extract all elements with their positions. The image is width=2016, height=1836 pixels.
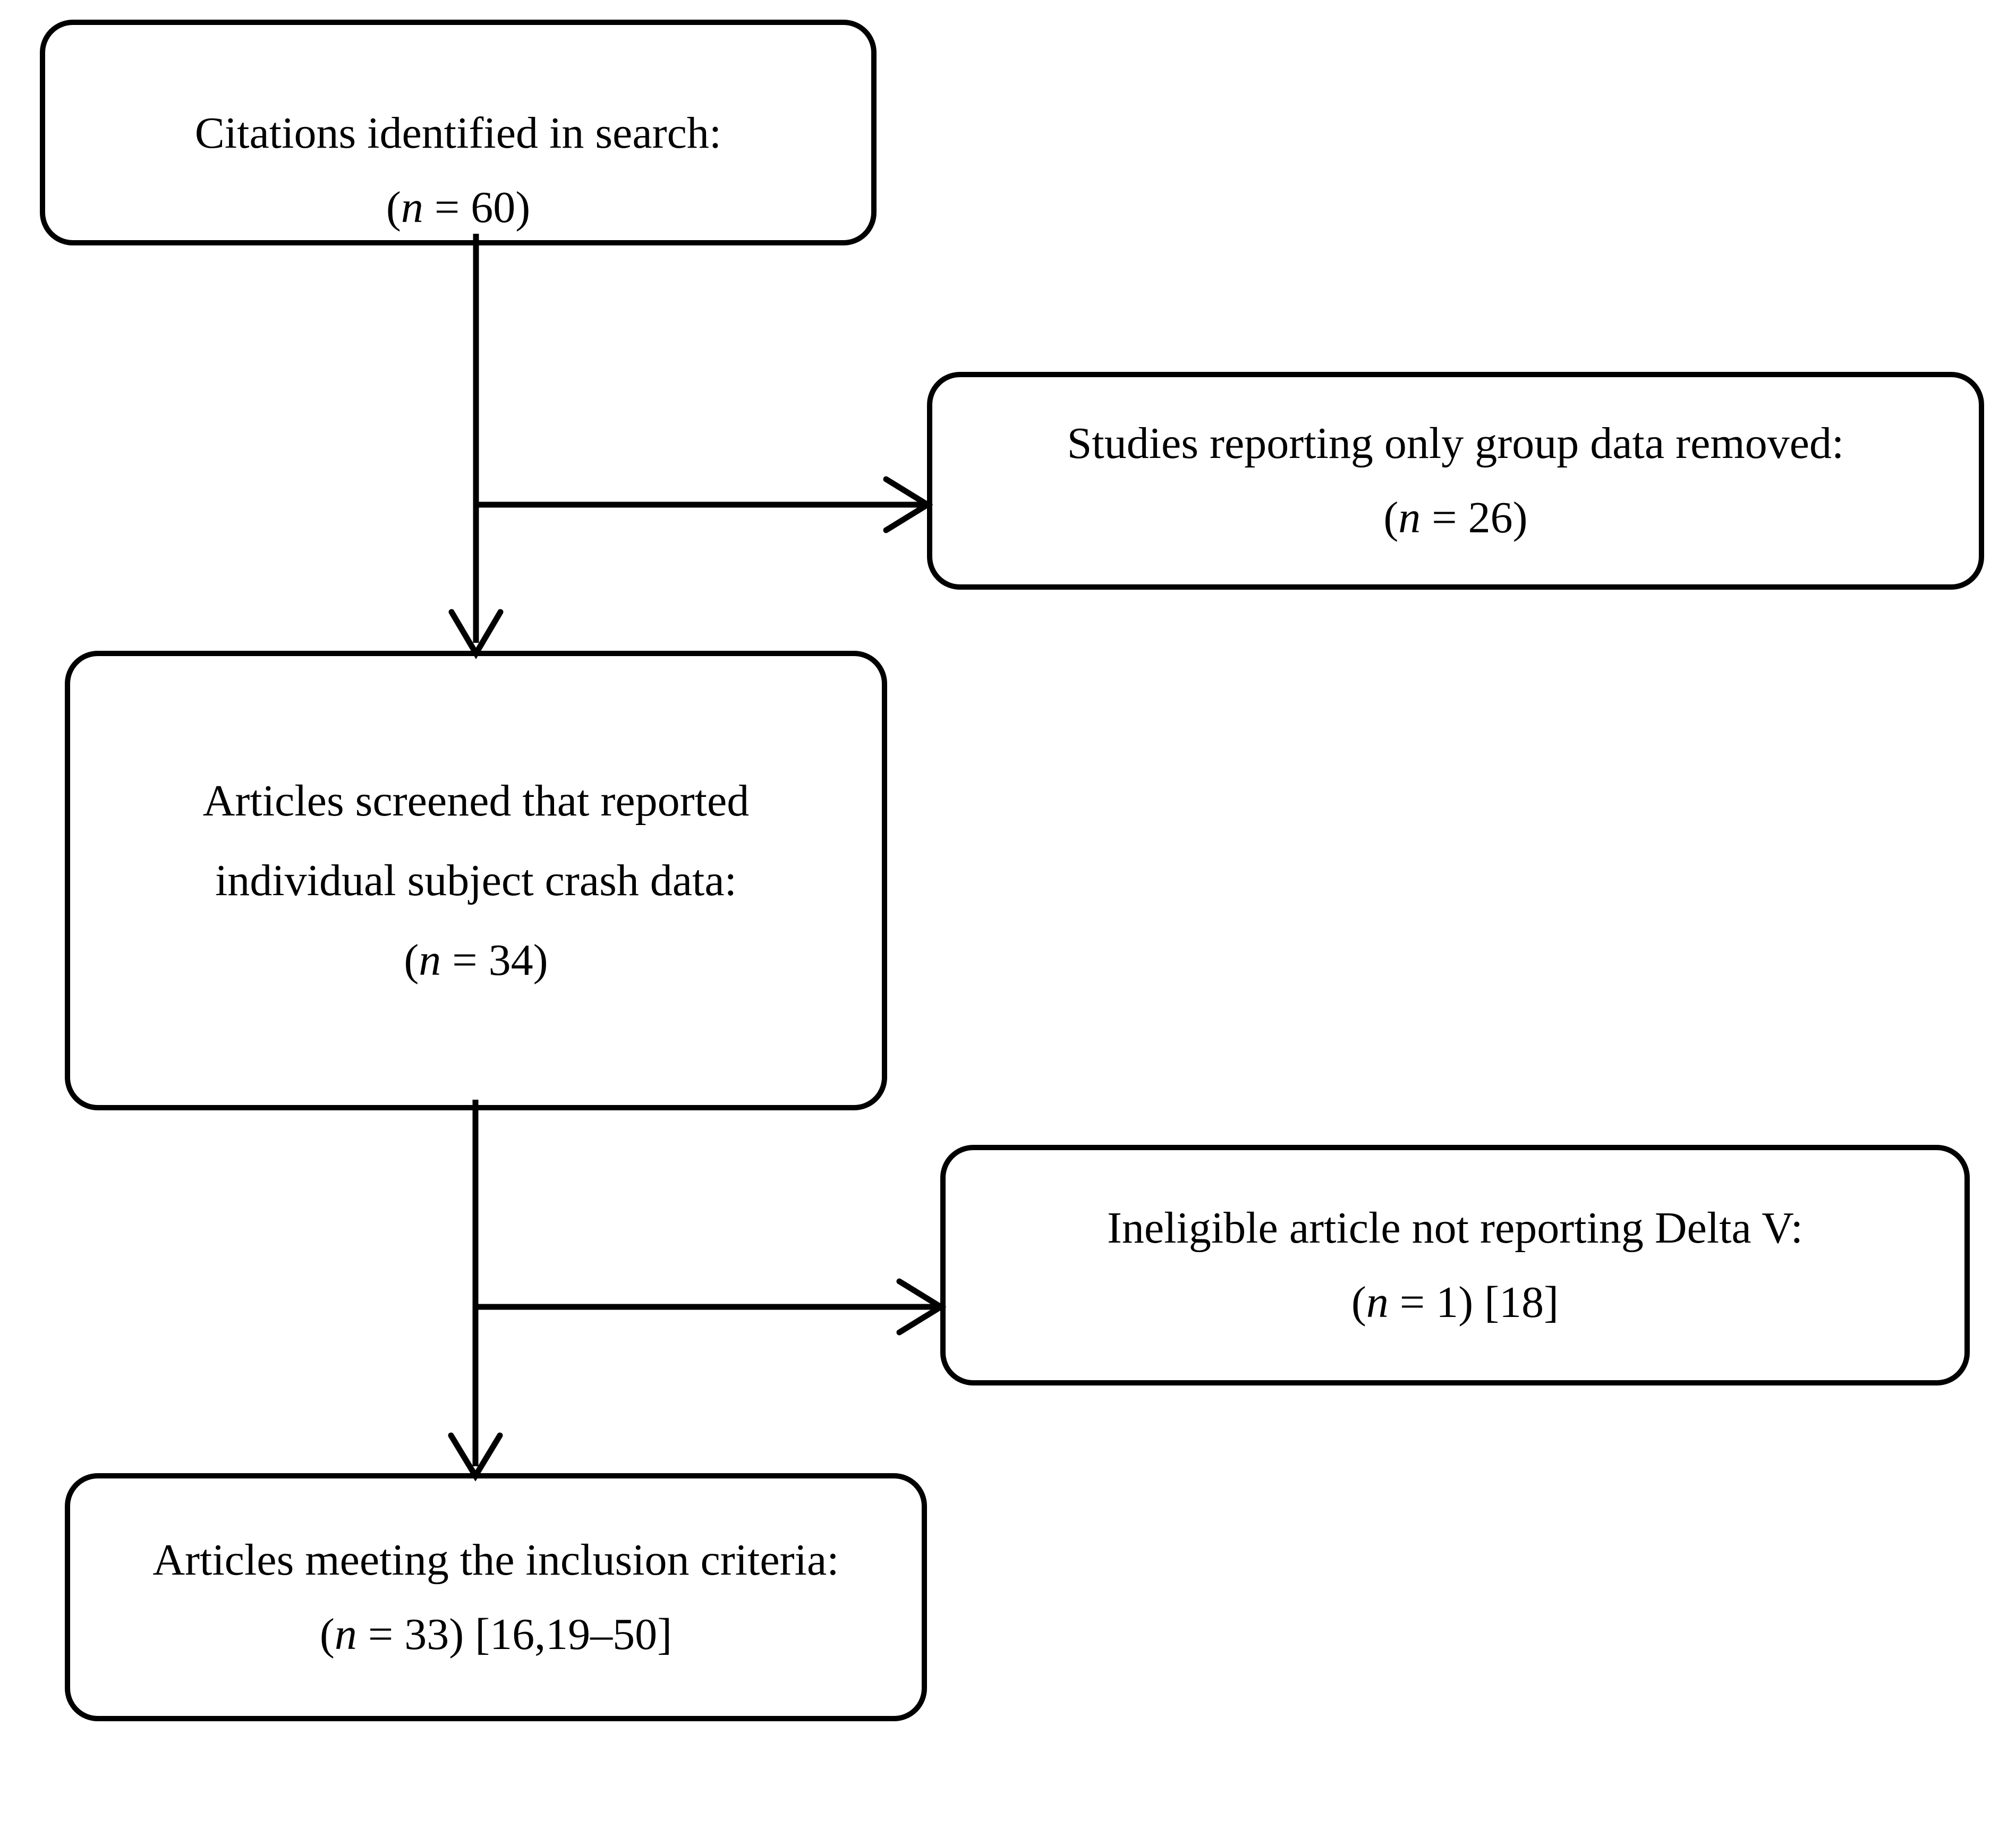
count-equals: = (356, 1609, 405, 1659)
count-refs: [18] (1473, 1277, 1559, 1327)
count-value: 33 (404, 1609, 449, 1659)
node-articles-screened-label-line-1: Articles screened that reported (202, 776, 750, 826)
count-open-paren: ( (1383, 493, 1399, 542)
count-open-paren: ( (319, 1609, 335, 1659)
node-ineligible-article-label: Ineligible article not reporting Delta V… (1107, 1203, 1804, 1253)
node-articles-screened-label-line-2: individual subject crash data: (215, 855, 737, 905)
node-articles-included-count: (n = 33) [16,19–50] (320, 1612, 672, 1657)
count-value: 26 (1468, 493, 1513, 542)
count-n-symbol: n (419, 935, 441, 985)
count-refs: [16,19–50] (464, 1609, 673, 1659)
node-articles-screened-count: (n = 34) (404, 938, 548, 983)
count-equals: = (1420, 493, 1468, 542)
connector-group-identified (372, 234, 956, 669)
count-equals: = (441, 935, 489, 985)
connector-group-screened (372, 1100, 967, 1493)
count-open-paren: ( (386, 182, 401, 232)
node-ineligible-article-count: (n = 1) [18] (1351, 1280, 1559, 1325)
node-ineligible-article-text: Ineligible article not reporting Delta V… (1107, 1203, 1804, 1325)
node-group-data-removed: Studies reporting only group data remove… (927, 372, 1984, 590)
count-close-paren: ) (515, 182, 531, 232)
count-close-paren: ) (1458, 1277, 1474, 1327)
node-ineligible-article: Ineligible article not reporting Delta V… (940, 1145, 1970, 1386)
node-articles-screened-text: Articles screened that reported individu… (202, 776, 750, 983)
count-close-paren: ) (449, 1609, 464, 1659)
node-articles-screened: Articles screened that reported individu… (65, 651, 887, 1110)
count-close-paren: ) (533, 935, 548, 985)
count-value: 34 (488, 935, 533, 985)
count-open-paren: ( (1351, 1277, 1366, 1327)
arrowhead-right-identified-to-removed (883, 476, 933, 533)
node-articles-included-label: Articles meeting the inclusion criteria: (152, 1535, 839, 1585)
count-equals: = (423, 182, 471, 232)
node-group-data-removed-count: (n = 26) (1383, 496, 1527, 540)
node-citations-identified-count: (n = 60) (386, 185, 530, 230)
node-citations-identified-label: Citations identified in search: (194, 108, 722, 158)
count-open-paren: ( (404, 935, 419, 985)
count-value: 60 (471, 182, 516, 232)
arrowhead-down-identified-to-screened (448, 609, 504, 659)
arrowhead-right-screened-to-ineligible (896, 1278, 947, 1336)
count-n-symbol: n (401, 182, 423, 232)
node-group-data-removed-text: Studies reporting only group data remove… (1067, 421, 1844, 540)
node-articles-included-text: Articles meeting the inclusion criteria:… (152, 1535, 839, 1657)
count-value: 1 (1436, 1277, 1459, 1327)
arrowhead-down-screened-to-included (448, 1432, 503, 1482)
node-citations-identified-text: Citations identified in search: (n = 60) (194, 108, 722, 230)
count-n-symbol: n (1366, 1277, 1389, 1327)
count-n-symbol: n (334, 1609, 357, 1659)
count-equals: = (1388, 1277, 1436, 1327)
node-citations-identified: Citations identified in search: (n = 60) (40, 20, 877, 245)
count-n-symbol: n (1398, 493, 1421, 542)
node-group-data-removed-label: Studies reporting only group data remove… (1067, 419, 1844, 468)
count-close-paren: ) (1512, 493, 1528, 542)
node-articles-included: Articles meeting the inclusion criteria:… (65, 1473, 927, 1721)
